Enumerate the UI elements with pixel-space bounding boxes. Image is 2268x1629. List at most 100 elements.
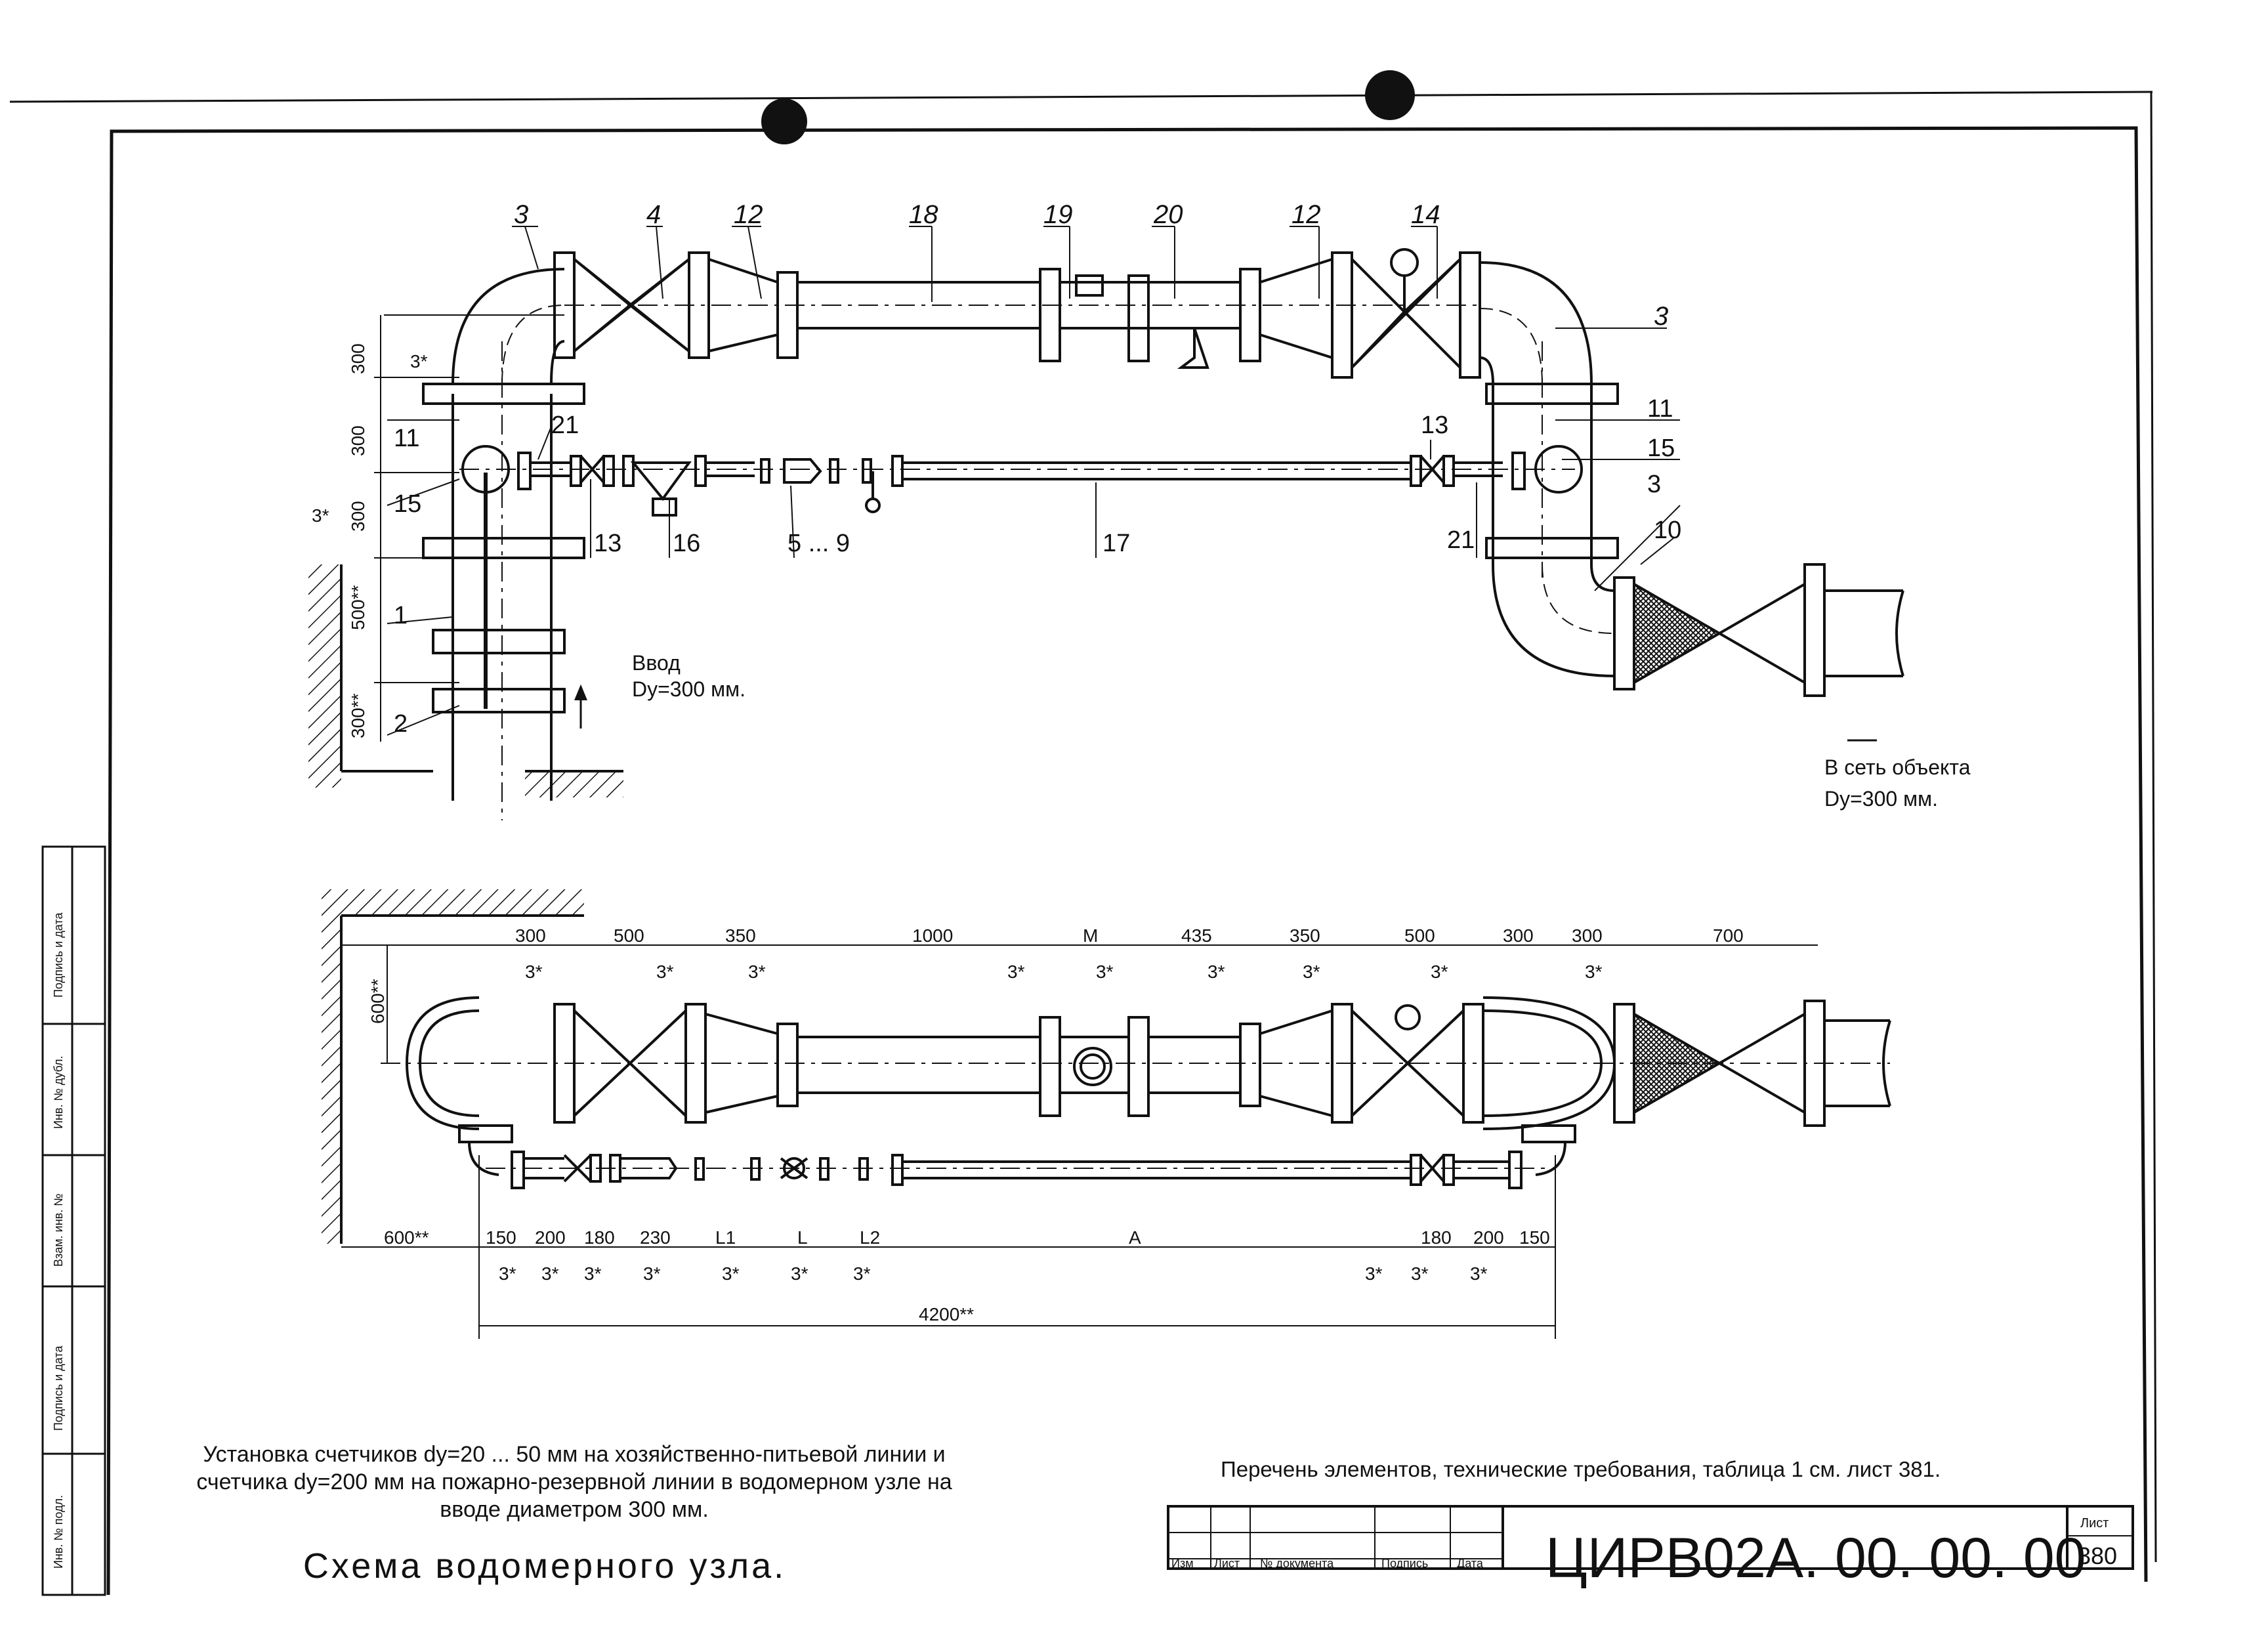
dim-u-300c: 300 <box>1572 925 1603 946</box>
label-3-right: 3 <box>1654 302 1668 331</box>
bottom-dims: 300 500 350 1000 М 435 350 500 300 300 7… <box>368 925 1744 1324</box>
inlet-label-line1: Ввод <box>632 651 681 675</box>
dim-300-c: 300 <box>348 501 368 532</box>
side-stamp-2: Инв. № дубл. <box>52 1056 65 1129</box>
weld-mark: 3* <box>525 962 543 982</box>
label-13-left: 13 <box>594 530 621 557</box>
label-2: 2 <box>394 710 408 738</box>
top-view <box>308 226 1904 820</box>
tb-header-date: Дата <box>1457 1557 1484 1570</box>
label-5-9: 5 ... 9 <box>788 530 850 557</box>
label-19: 19 <box>1043 200 1073 229</box>
label-21-left: 21 <box>551 412 579 439</box>
dim-l-150: 150 <box>486 1227 516 1248</box>
dim-total: 4200** <box>919 1304 974 1324</box>
inlet-label: Ввод Dy=300 мм. <box>632 650 746 702</box>
label-1: 1 <box>394 602 408 629</box>
label-11-left: 11 <box>394 425 419 452</box>
bottom-view <box>322 889 2134 1570</box>
label-4: 4 <box>646 200 661 229</box>
label-21-right: 21 <box>1447 526 1475 554</box>
pin-left <box>761 98 807 144</box>
tb-header-sign: Подпись <box>1381 1557 1428 1570</box>
weld-mark: 3* <box>722 1263 740 1284</box>
weld-mark: 3* <box>853 1263 871 1284</box>
sheet-frame <box>9 91 2157 1596</box>
weld-mark: 3* <box>1470 1263 1488 1284</box>
weld-mark: 3* <box>541 1263 559 1284</box>
weld-mark: 3* <box>1431 962 1448 982</box>
label-20: 20 <box>1153 200 1183 229</box>
weld-mark: 3* <box>1585 962 1603 982</box>
dim-l-150b: 150 <box>1519 1227 1550 1248</box>
dim-u-1000: 1000 <box>912 925 953 946</box>
weld-mark: 3* <box>1303 962 1320 982</box>
title-block-headers: Изм Лист № документа Подпись Дата <box>1171 1557 1484 1570</box>
label-11-right: 11 <box>1647 395 1673 423</box>
outlet-label-line2: Dy=300 мм. <box>1824 787 1938 811</box>
caption-title: Схема водомерного узла. <box>303 1546 787 1586</box>
dim-l-a: А <box>1129 1227 1141 1248</box>
weld-mark: 3* <box>1365 1263 1383 1284</box>
dim-300-b: 300 <box>348 425 368 456</box>
label-3-left: 3 <box>514 200 528 229</box>
dim-l-200: 200 <box>535 1227 566 1248</box>
weld-3-top: 3* <box>410 351 428 371</box>
weld-mark: 3* <box>1007 962 1025 982</box>
dim-l-200b: 200 <box>1473 1227 1504 1248</box>
label-14: 14 <box>1411 200 1440 229</box>
weld-3-left: 3* <box>312 505 329 526</box>
top-labels: 3 4 12 18 19 20 12 14 3 11 15 3 10 13 21… <box>312 200 1681 738</box>
inlet-label-line2: Dy=300 мм. <box>632 677 746 701</box>
side-stamp-3: Взам. инв. № <box>52 1193 65 1267</box>
weld-marks: 3* 3* 3* 3* 3* 3* 3* 3* 3* 3* 3* 3* 3* 3… <box>499 962 1603 1284</box>
dim-u-435: 435 <box>1181 925 1212 946</box>
label-15-right: 15 <box>1647 434 1675 462</box>
dim-l-180: 180 <box>584 1227 615 1248</box>
sheet-label: Лист <box>2080 1516 2109 1531</box>
weld-mark: 3* <box>499 1263 516 1284</box>
dim-u-m: М <box>1083 925 1098 946</box>
dim-u-500: 500 <box>614 925 644 946</box>
weld-mark: 3* <box>1096 962 1114 982</box>
label-18: 18 <box>909 200 938 229</box>
dim-u-500b: 500 <box>1404 925 1435 946</box>
sheet-number: 380 <box>2078 1542 2118 1569</box>
dim-side-600: 600** <box>368 979 388 1024</box>
label-12-right: 12 <box>1292 200 1321 229</box>
side-stamp-labels: Подпись и дата Инв. № дубл. Взам. инв. №… <box>52 912 65 1569</box>
tb-header-doc: № документа <box>1260 1557 1334 1570</box>
dim-l-180b: 180 <box>1421 1227 1452 1248</box>
caption-main: Установка счетчиков dy=20 ... 50 мм на х… <box>196 1442 952 1522</box>
side-stamp-4: Подпись и дата <box>52 1345 65 1431</box>
dim-u-300: 300 <box>515 925 546 946</box>
dim-300-d: 300** <box>348 693 368 738</box>
dim-l-l2: L2 <box>860 1227 880 1248</box>
label-12-left: 12 <box>734 200 763 229</box>
dim-l-230: 230 <box>640 1227 671 1248</box>
label-17: 17 <box>1102 530 1130 557</box>
tb-header-list: Лист <box>1214 1557 1240 1570</box>
side-stamp-1: Подпись и дата <box>52 912 65 998</box>
dim-500: 500** <box>348 585 368 630</box>
weld-mark: 3* <box>748 962 766 982</box>
weld-mark: 3* <box>656 962 674 982</box>
dim-u-300b: 300 <box>1503 925 1534 946</box>
weld-mark: 3* <box>643 1263 661 1284</box>
document-code: ЦИРВ02А. 00. 00. 00 <box>1545 1527 2086 1590</box>
pin-right <box>1365 70 1415 120</box>
dim-l-l: L <box>797 1227 808 1248</box>
dim-300-a: 300 <box>348 343 368 374</box>
label-13-right: 13 <box>1421 412 1448 439</box>
dim-u-350b: 350 <box>1290 925 1320 946</box>
dim-u-700: 700 <box>1713 925 1744 946</box>
side-stamp-5: Инв. № подл. <box>52 1495 65 1569</box>
outlet-label: В сеть объекта Dy=300 мм. <box>1824 751 1971 814</box>
dim-l-l1: L1 <box>715 1227 736 1248</box>
weld-mark: 3* <box>791 1263 808 1284</box>
label-10: 10 <box>1654 517 1681 544</box>
dim-left-600: 600** <box>384 1227 429 1248</box>
label-16: 16 <box>673 530 700 557</box>
